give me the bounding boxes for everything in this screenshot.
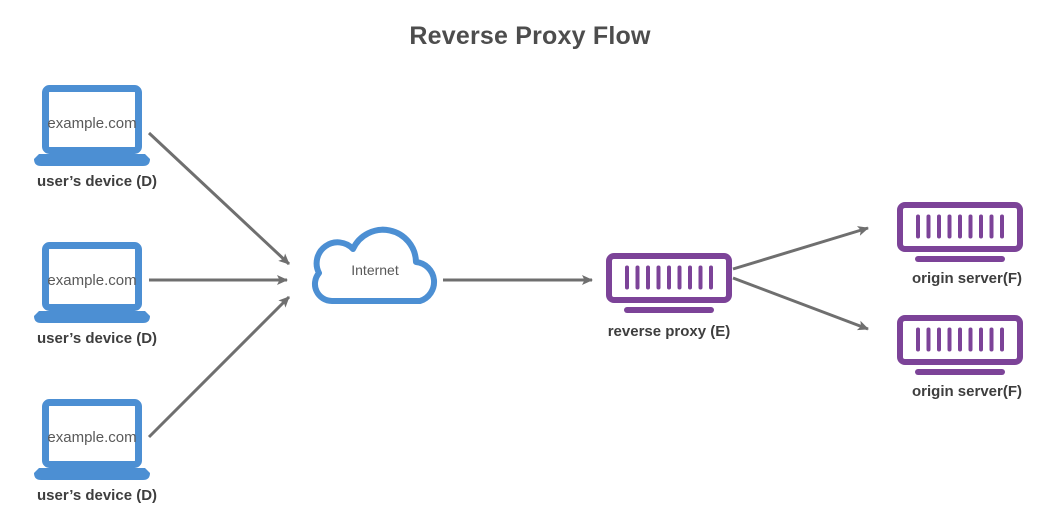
user-device-node-2: example.com user’s device (D) [34,242,157,347]
origin-server-caption: origin server(F) [911,383,1023,400]
laptop-icon [34,242,150,323]
internet-label: Internet [351,262,399,278]
cloud-icon [311,226,438,305]
device-screen-url: example.com [47,115,137,132]
origin-server-node-2: origin server(F) [897,315,1023,400]
device-screen-url: example.com [47,429,137,446]
arrow-device1-to-internet [147,131,291,266]
origin-server-caption: origin server(F) [911,270,1023,287]
laptop-icon [34,85,150,166]
arrow-proxy-to-origin2 [732,276,869,331]
device-caption: user’s device (D) [36,173,158,190]
arrow-device3-to-internet [147,295,291,439]
origin-server-node-1: origin server(F) [897,202,1023,287]
user-device-node-3: example.com user’s device (D) [34,399,157,504]
device-caption: user’s device (D) [36,487,158,504]
internet-node: Internet [308,224,442,308]
server-icon [897,202,1023,262]
device-caption: user’s device (D) [36,330,158,347]
reverse-proxy-caption: reverse proxy (E) [607,323,731,340]
arrow-proxy-to-origin1 [732,226,869,271]
device-screen-url: example.com [47,272,137,289]
laptop-icon [34,399,150,480]
server-icon [606,253,732,313]
diagram-title: Reverse Proxy Flow [409,22,651,50]
user-device-node-1: example.com user’s device (D) [34,85,157,190]
reverse-proxy-node: reverse proxy (E) [606,253,732,340]
server-icon [897,315,1023,375]
